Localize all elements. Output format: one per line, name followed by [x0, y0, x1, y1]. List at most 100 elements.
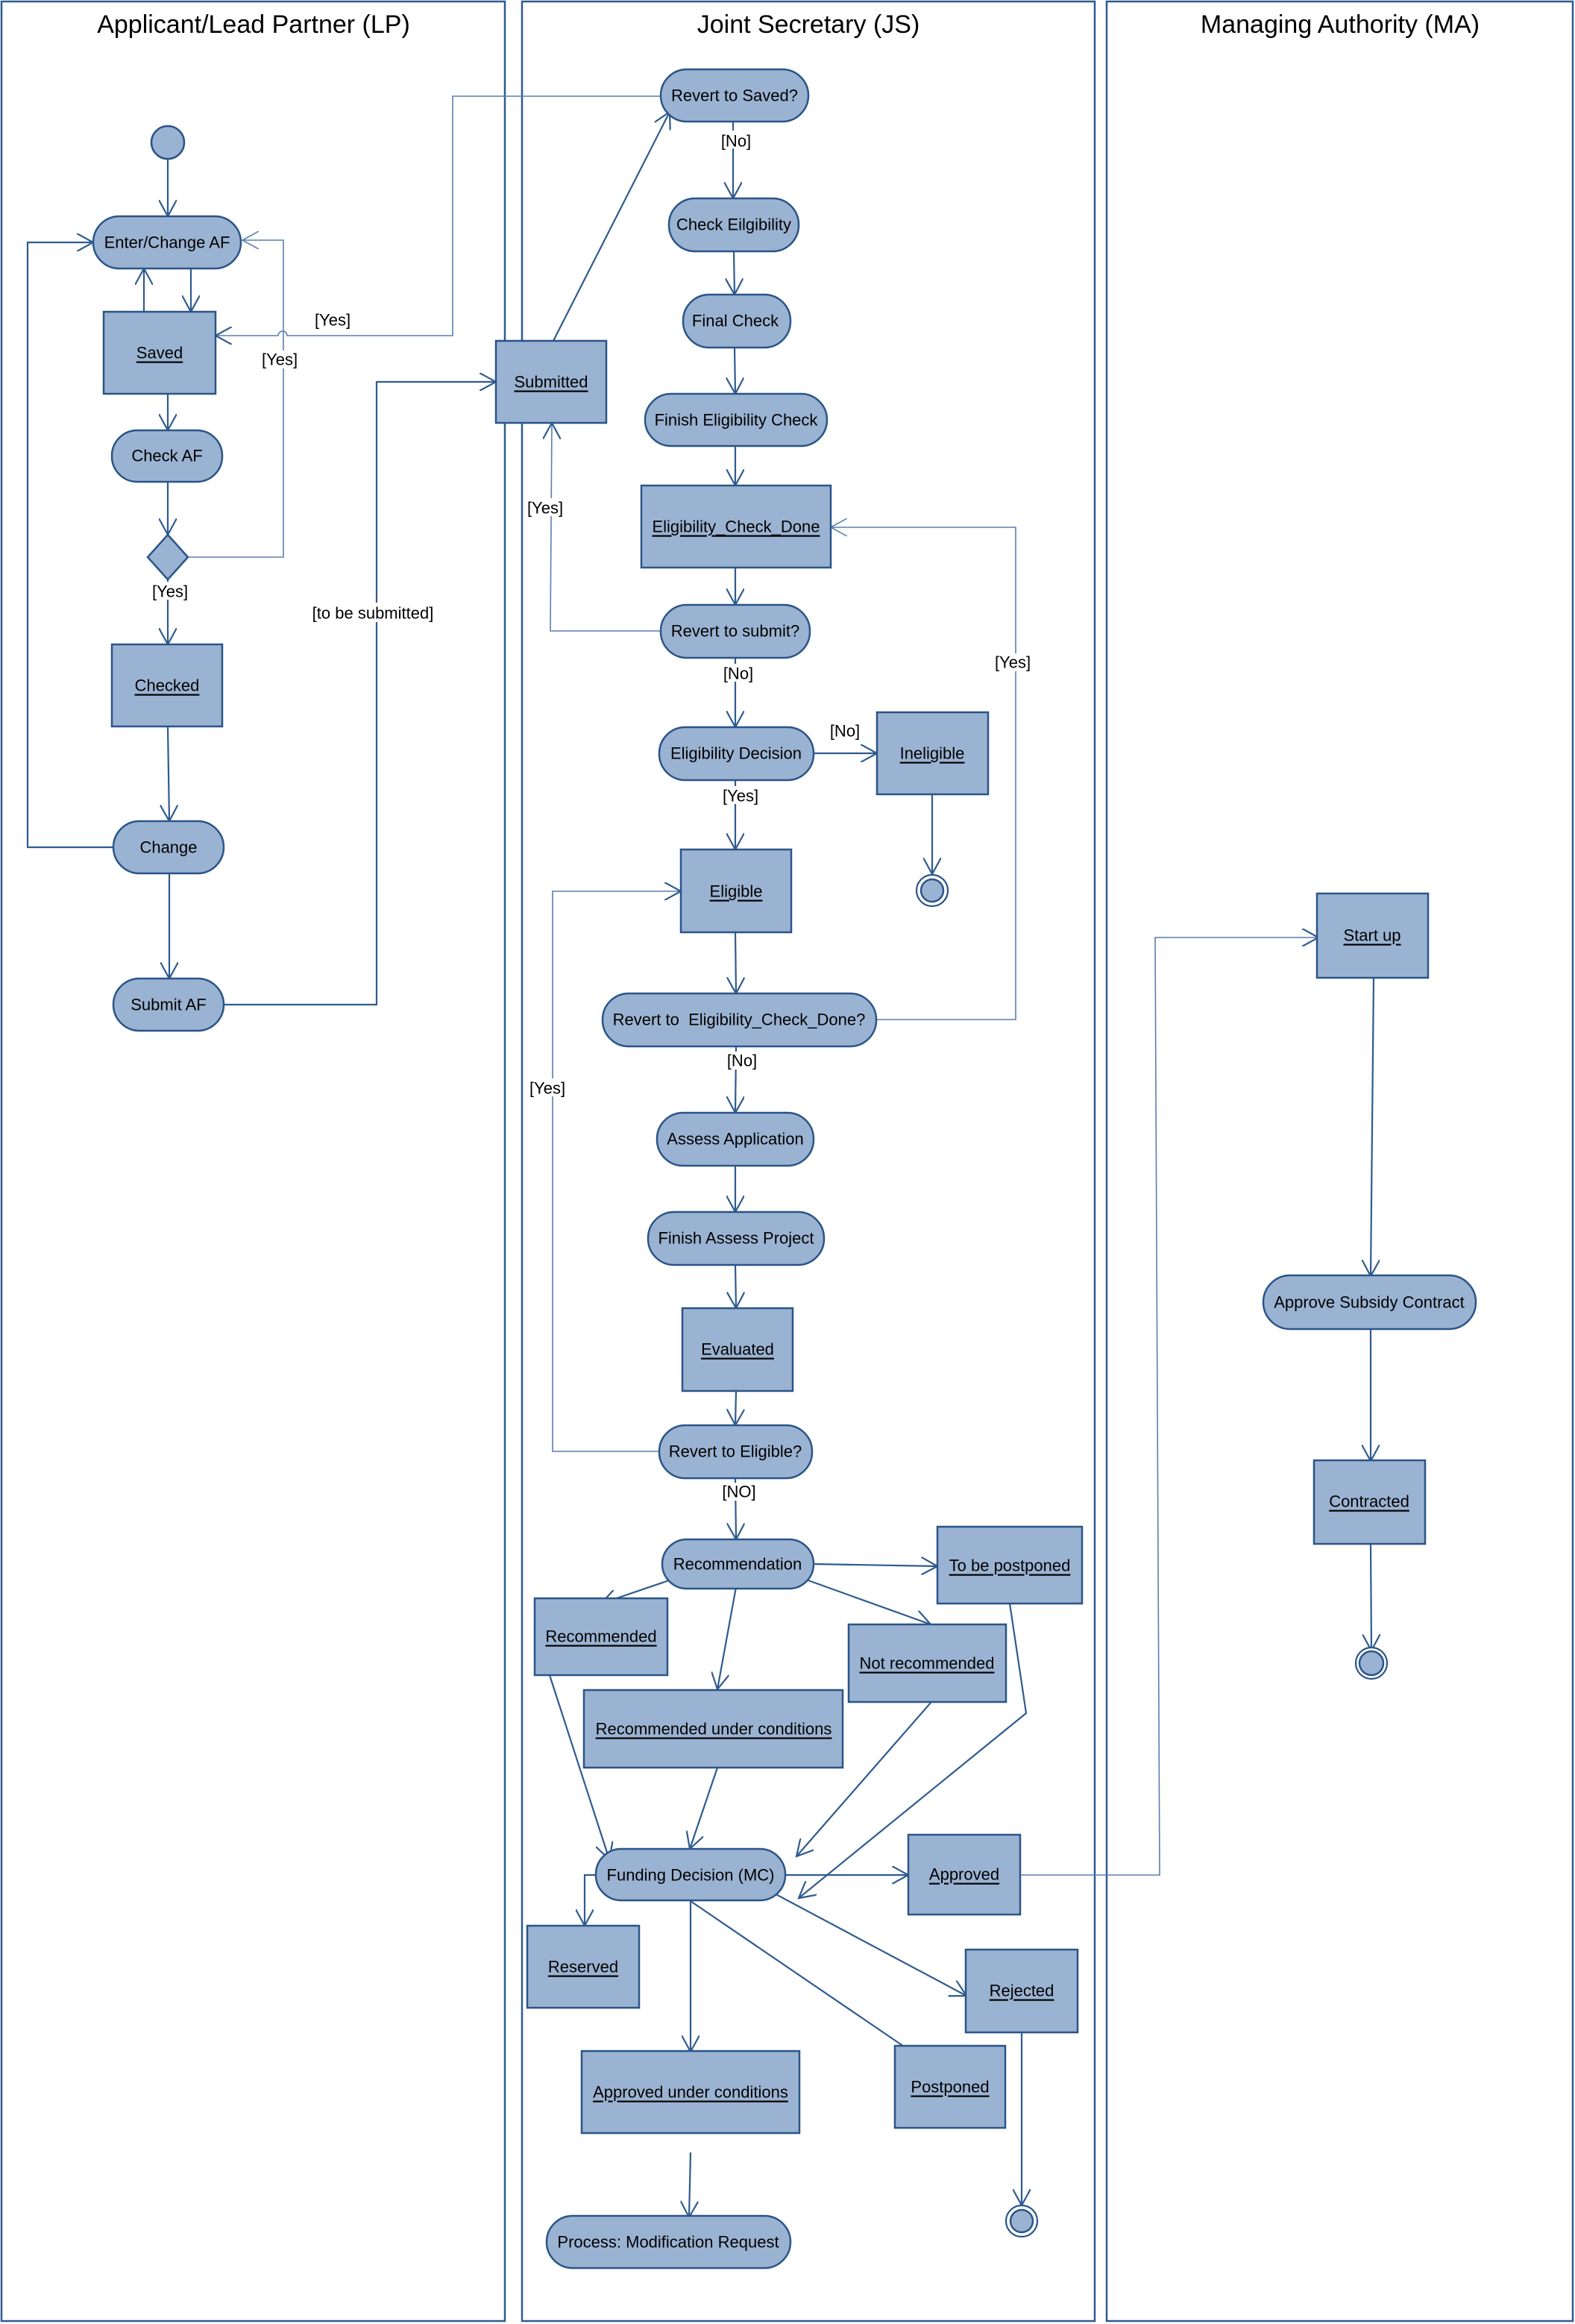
action-label: Check AF [131, 447, 202, 465]
lane-js-title: Joint Secretary (JS) [697, 10, 920, 39]
action-label: Finish Eligibility Check [655, 411, 819, 430]
action-revert-to-eligibility-check-done[interactable]: Revert to Eligibility_Check_Done? [601, 992, 878, 1048]
lane-lp: Applicant/Lead Partner (LP) [0, 0, 506, 2323]
object-evaluated[interactable]: Evaluated [681, 1307, 794, 1392]
edge-not-recommended-to-funding [796, 1702, 931, 1856]
action-label: Finish Assess Project [658, 1229, 814, 1248]
action-label: Revert to Eligible? [669, 1442, 802, 1461]
guard-no-revert-submit: [No] [723, 665, 753, 683]
action-assess-application[interactable]: Assess Application [656, 1111, 815, 1167]
action-label: Submit AF [131, 996, 206, 1014]
edge-change-to-enter-change [26, 242, 113, 849]
guard-yes-decision-loop: [Yes] [262, 351, 298, 369]
object-eligibility-check-done[interactable]: Eligibility_Check_Done [640, 484, 832, 569]
object-label: Recommended under conditions [596, 1720, 832, 1739]
edge-recommended-to-funding [548, 1674, 609, 1859]
edge-recommendation-to-to-be-postponed [812, 1564, 937, 1566]
action-change[interactable]: Change [112, 820, 225, 875]
object-label: Submitted [514, 373, 588, 392]
action-check-af[interactable]: Check AF [110, 429, 224, 483]
object-reserved[interactable]: Reserved [526, 1924, 641, 2009]
guard-no-ineligible: [No] [830, 722, 860, 741]
action-revert-to-submit[interactable]: Revert to submit? [659, 603, 811, 659]
object-approved[interactable]: Approved [907, 1833, 1022, 1916]
edge-to-be-postponed-to-funding [799, 1603, 1028, 1898]
object-start-up[interactable]: Start up [1315, 892, 1430, 979]
edge-rec-under-conditions-to-funding [690, 1767, 719, 1849]
guard-no-revert-eligible: [NO] [722, 1483, 755, 1501]
object-saved[interactable]: Saved [102, 310, 217, 395]
action-submit-af[interactable]: Submit AF [112, 977, 225, 1032]
edge-submit-af-to-submitted [224, 382, 496, 1006]
object-label: Saved [136, 344, 183, 362]
object-eligible[interactable]: Eligible [679, 848, 793, 934]
action-funding-decision[interactable]: Funding Decision (MC) [594, 1847, 787, 1902]
action-label: Assess Application [667, 1130, 803, 1149]
object-recommended[interactable]: Recommended [533, 1597, 669, 1677]
edge-eligible-to-revert-ecd [735, 932, 736, 993]
object-label: To be postponed [949, 1557, 1071, 1575]
object-label: Eligible [710, 882, 763, 901]
object-label: Approved under conditions [593, 2083, 788, 2102]
edge-submitted-to-revert-saved [553, 112, 670, 342]
action-enter-change-af[interactable]: Enter/Change AF [92, 215, 242, 270]
guard-yes-revert-saved: [Yes] [315, 311, 350, 330]
object-postponed[interactable]: Postponed [893, 2044, 1007, 2129]
action-finish-eligibility-check[interactable]: Finish Eligibility Check [644, 392, 829, 447]
object-ineligible[interactable]: Ineligible [875, 711, 990, 796]
object-recommended-under-conditions[interactable]: Recommended under conditions [582, 1689, 844, 1769]
action-label: Funding Decision (MC) [607, 1866, 775, 1885]
object-submitted[interactable]: Submitted [494, 339, 608, 424]
initial-node [150, 125, 186, 160]
edge-auc-to-process-modification [689, 2152, 691, 2217]
object-approved-under-conditions[interactable]: Approved under conditions [580, 2050, 801, 2135]
edge-revert-eligible-to-eligible [552, 891, 681, 1452]
lane-lp-border [0, 0, 506, 2323]
action-label: Revert to Eligibility_Check_Done? [613, 1011, 866, 1029]
lane-js-border [521, 0, 1096, 2323]
decision-node[interactable] [146, 533, 189, 581]
action-revert-to-eligible[interactable]: Revert to Eligible? [658, 1424, 814, 1480]
action-revert-to-saved[interactable]: Revert to Saved? [659, 68, 810, 123]
object-to-be-postponed[interactable]: To be postponed [936, 1525, 1084, 1605]
object-not-recommended[interactable]: Not recommended [847, 1623, 1007, 1703]
guard-yes-revert-ecd: [Yes] [995, 653, 1031, 672]
action-process-modification-request[interactable]: Process: Modification Request [545, 2214, 792, 2270]
edge-funding-to-rejected [773, 1892, 966, 1996]
object-checked[interactable]: Checked [110, 643, 224, 728]
guard-yes-eligible: [Yes] [723, 787, 758, 805]
action-label: Final Check [692, 312, 779, 330]
final-node-ineligible [915, 873, 949, 908]
guard-yes-revert-eligible: [Yes] [529, 1079, 565, 1098]
edge-revert-submit-to-submitted [550, 423, 661, 632]
object-label: Recommended [545, 1627, 656, 1646]
action-final-check[interactable]: Final Check [682, 293, 792, 349]
edge-funding-to-postponed [690, 1900, 929, 2064]
action-approve-subsidy-contract[interactable]: Approve Subsidy Contract [1262, 1274, 1477, 1331]
edges [26, 95, 1374, 2217]
object-label: Evaluated [701, 1340, 774, 1359]
action-label: Revert to Saved? [671, 87, 798, 105]
edge-finish-assess-to-evaluated [735, 1264, 736, 1308]
guard-no-revert-ecd: [No] [727, 1052, 757, 1070]
action-finish-assess-project[interactable]: Finish Assess Project [647, 1210, 826, 1266]
edge-checked-to-change [168, 726, 169, 821]
action-check-eligibility[interactable]: Check Eilgibility [667, 197, 800, 253]
edge-revert-saved-to-saved [216, 95, 661, 336]
guard-labels: [Yes] [Yes] [Yes] [to be submitted] [No]… [149, 131, 1034, 1501]
action-eligibility-decision[interactable]: Eligibility Decision [658, 726, 815, 782]
edge-recommendation-to-rec-under-conditions [717, 1586, 738, 1689]
object-rejected[interactable]: Rejected [964, 1948, 1079, 2034]
object-contracted[interactable]: Contracted [1312, 1459, 1427, 1545]
edge-start-up-to-approve-contract [1371, 977, 1374, 1276]
action-label: Eligibility Decision [670, 744, 802, 763]
guard-yes-checked: [Yes] [152, 582, 188, 601]
object-label: Approved [929, 1865, 999, 1884]
edge-funding-to-reserved [585, 1874, 598, 1926]
object-label: Not recommended [860, 1654, 995, 1673]
action-label: Revert to submit? [671, 622, 799, 641]
final-node-ma [1354, 1646, 1389, 1680]
action-recommendation[interactable]: Recommendation [661, 1538, 815, 1590]
action-label: Check Eilgibility [676, 216, 791, 234]
